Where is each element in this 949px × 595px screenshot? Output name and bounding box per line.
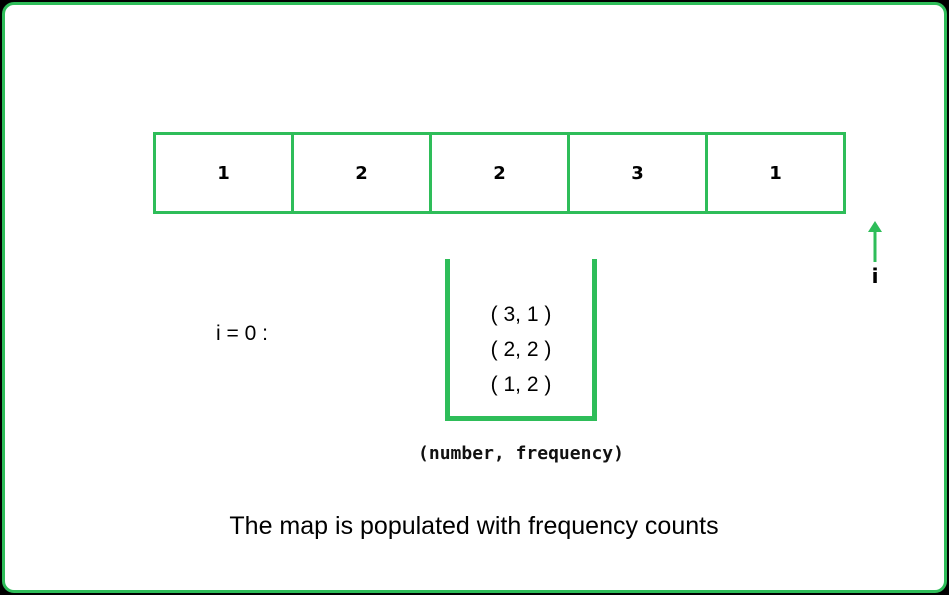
array-cell: 1 — [156, 135, 294, 211]
map-entry: ( 1, 2 ) — [490, 373, 552, 396]
diagram-caption: The map is populated with frequency coun… — [229, 512, 719, 540]
array-cell: 3 — [570, 135, 708, 211]
frequency-map-container: ( 3, 1 ) ( 2, 2 ) ( 1, 2 ) — [445, 259, 597, 421]
array-cell: 1 — [769, 162, 782, 184]
map-entries: ( 3, 1 ) ( 2, 2 ) ( 1, 2 ) — [450, 297, 592, 402]
input-array: 1 2 2 3 1 — [153, 132, 846, 214]
map-legend: (number, frequency) — [418, 443, 624, 464]
pointer-label: i — [871, 264, 879, 288]
up-arrow-icon — [868, 221, 882, 262]
map-entry: ( 2, 2 ) — [490, 338, 552, 361]
step-label: i = 0 : — [216, 322, 268, 345]
array-cell: 2 — [432, 135, 570, 211]
array-cell: 2 — [294, 135, 432, 211]
map-entry: ( 3, 1 ) — [490, 303, 552, 326]
